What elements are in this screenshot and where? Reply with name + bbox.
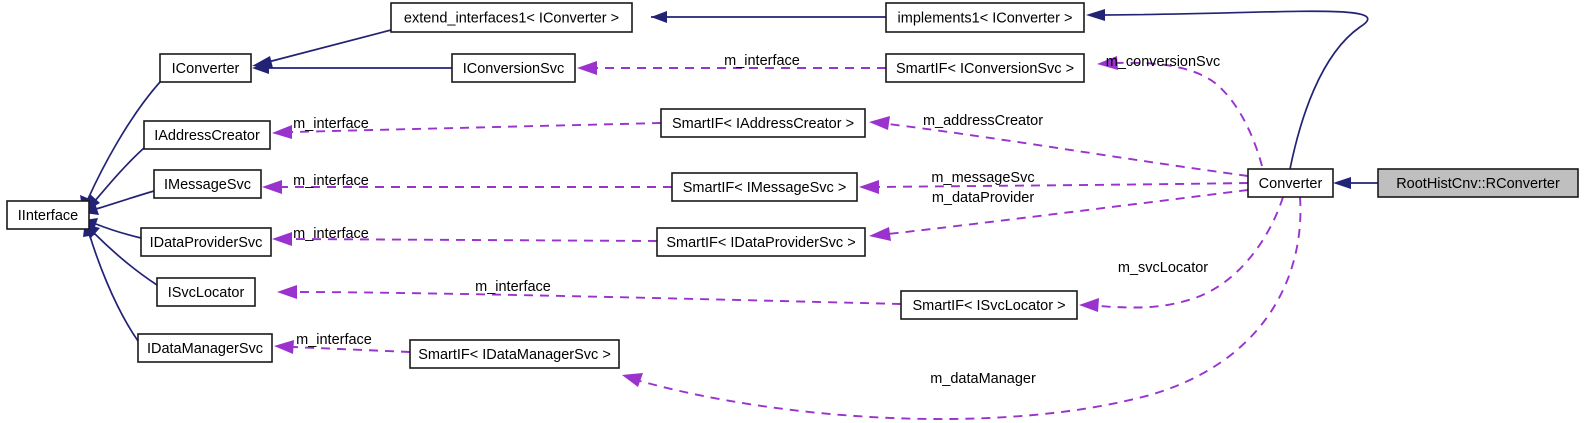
edge-converter-to-smartif-idataprovidersvc — [869, 189, 1249, 241]
node-label: implements1< IConverter > — [898, 10, 1073, 26]
edge-implements1-to-extend-interfaces1 — [651, 11, 886, 23]
node-label: RootHistCnv::RConverter — [1396, 176, 1560, 192]
edge-smartif-isvclocator-to-isvclocator — [277, 285, 902, 305]
edge-label-m-addresscreator: m_addressCreator — [923, 113, 1043, 129]
edge-label-m-interface-conversionsvc: m_interface — [724, 53, 800, 69]
edge-label-m-interface-addresscreator: m_interface — [293, 116, 369, 132]
edge-label-m-messagesvc: m_messageSvc — [931, 170, 1034, 186]
edge-labels-layer: m_interface m_interface m_interface m_in… — [293, 53, 1220, 387]
node-label: IAddressCreator — [154, 128, 260, 144]
node-label: SmartIF< IConversionSvc > — [896, 61, 1074, 77]
node-roothistcnv-rconverter[interactable]: RootHistCnv::RConverter — [1377, 168, 1579, 198]
node-label: IConversionSvc — [463, 61, 565, 77]
edge-label-m-interface-dataprovidersvc: m_interface — [293, 226, 369, 242]
node-iconverter[interactable]: IConverter — [159, 53, 252, 83]
edge-label-m-dataprovider: m_dataProvider — [932, 190, 1035, 206]
node-label: extend_interfaces1< IConverter > — [404, 10, 619, 26]
node-smartif-isvclocator[interactable]: SmartIF< ISvcLocator > — [900, 290, 1078, 320]
edge-converter-to-smartif-iconversionsvc — [1097, 56, 1263, 167]
node-label: IInterface — [18, 208, 78, 224]
edge-label-m-svclocator: m_svcLocator — [1118, 260, 1208, 276]
edge-converter-to-smartif-iaddresscreator — [869, 116, 1249, 177]
edge-label-m-interface-svclocator: m_interface — [475, 279, 551, 295]
edge-iaddresscreator-to-iinterface — [84, 147, 145, 212]
node-label: SmartIF< ISvcLocator > — [912, 298, 1065, 314]
node-label: Converter — [1259, 176, 1323, 192]
node-converter[interactable]: Converter — [1247, 168, 1334, 198]
node-smartif-idataprovidersvc[interactable]: SmartIF< IDataProviderSvc > — [656, 227, 866, 257]
edge-label-m-datamanager: m_dataManager — [930, 371, 1036, 387]
node-smartif-imessagesvc[interactable]: SmartIF< IMessageSvc > — [671, 172, 858, 202]
node-smartif-iconversionsvc[interactable]: SmartIF< IConversionSvc > — [885, 53, 1085, 83]
edge-converter-to-smartif-imessagesvc — [859, 180, 1249, 194]
edge-converter-to-smartif-isvclocator — [1079, 196, 1284, 312]
node-iinterface[interactable]: IInterface — [6, 200, 90, 230]
edge-idatamanagersvc-to-iinterface — [83, 221, 139, 342]
node-smartif-iaddresscreator[interactable]: SmartIF< IAddressCreator > — [660, 108, 866, 138]
node-iaddresscreator[interactable]: IAddressCreator — [143, 120, 271, 150]
node-label: IConverter — [172, 61, 240, 77]
node-smartif-idatamanagersvc[interactable]: SmartIF< IDataManagerSvc > — [409, 339, 620, 369]
node-iconversionsvc[interactable]: IConversionSvc — [451, 53, 576, 83]
node-isvclocator[interactable]: ISvcLocator — [156, 277, 256, 307]
node-label: IMessageSvc — [164, 177, 251, 193]
node-label: ISvcLocator — [168, 285, 245, 301]
edges-layer — [80, 9, 1378, 420]
node-implements1[interactable]: implements1< IConverter > — [885, 2, 1085, 33]
edge-label-m-interface-datamanagersvc: m_interface — [296, 332, 372, 348]
edge-iconversionsvc-to-iconverter — [252, 62, 452, 74]
node-label: SmartIF< IMessageSvc > — [683, 180, 847, 196]
node-extend-interfaces1[interactable]: extend_interfaces1< IConverter > — [390, 2, 633, 33]
edge-smartif-idataprovidersvc-to-idataprovidersvc — [272, 232, 658, 246]
edge-label-m-interface-messagesvc: m_interface — [293, 173, 369, 189]
nodes-layer: extend_interfaces1< IConverter > impleme… — [6, 2, 1579, 369]
edge-rconverter-to-converter — [1333, 177, 1378, 189]
edge-converter-to-implements1 — [1086, 9, 1369, 170]
node-label: SmartIF< IDataProviderSvc > — [666, 235, 855, 251]
edge-smartif-iconversionsvc-to-iconversionsvc — [577, 61, 886, 75]
node-label: SmartIF< IAddressCreator > — [672, 116, 854, 132]
node-idataprovidersvc[interactable]: IDataProviderSvc — [140, 227, 272, 257]
node-label: IDataManagerSvc — [147, 341, 263, 357]
edge-extend-interfaces1-to-iconverter — [252, 29, 392, 68]
edge-smartif-imessagesvc-to-imessagesvc — [262, 180, 672, 194]
edge-converter-to-smartif-idatamanagersvc — [622, 196, 1302, 420]
edge-smartif-idatamanagersvc-to-idatamanagersvc — [274, 340, 411, 354]
node-imessagesvc[interactable]: IMessageSvc — [153, 169, 262, 199]
edge-smartif-iaddresscreator-to-iaddresscreator — [272, 122, 662, 139]
edge-label-m-conversionsvc: m_conversionSvc — [1106, 54, 1220, 70]
node-label: IDataProviderSvc — [150, 235, 263, 251]
node-label: SmartIF< IDataManagerSvc > — [418, 347, 611, 363]
node-idatamanagersvc[interactable]: IDataManagerSvc — [137, 333, 273, 363]
